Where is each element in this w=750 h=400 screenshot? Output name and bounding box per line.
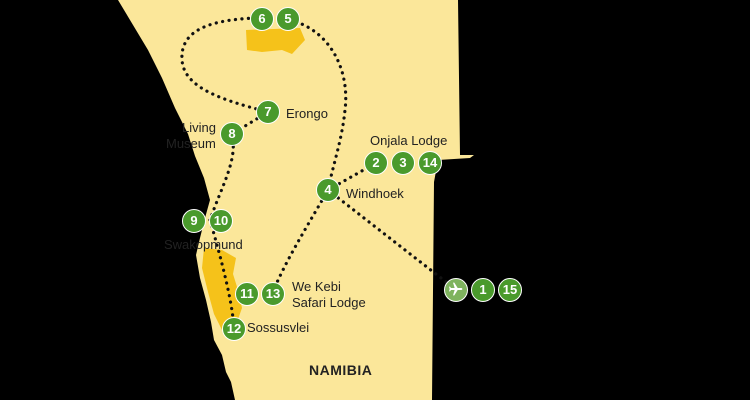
route-segment-windhoek-to-we-kebi <box>270 188 330 296</box>
stop-marker-3[interactable]: 3 <box>391 151 415 175</box>
stop-marker-8[interactable]: 8 <box>220 122 244 146</box>
airplane-icon[interactable] <box>444 278 468 302</box>
stop-marker-11[interactable]: 11 <box>235 282 259 306</box>
stop-marker-14[interactable]: 14 <box>418 151 442 175</box>
stop-marker-9[interactable]: 9 <box>182 209 206 233</box>
label-we-kebi-line2: Safari Lodge <box>292 295 366 310</box>
stop-marker-5[interactable]: 5 <box>276 7 300 31</box>
namibia-land <box>118 0 474 400</box>
stop-marker-10[interactable]: 10 <box>209 209 233 233</box>
airplane-glyph <box>449 282 463 296</box>
stop-marker-7[interactable]: 7 <box>256 100 280 124</box>
label-swakopmund: Swakopmund <box>164 237 243 252</box>
country-label: NAMIBIA <box>309 362 373 378</box>
label-windhoek: Windhoek <box>346 186 404 201</box>
label-we-kebi-line1: We Kebi <box>292 279 341 294</box>
stop-marker-6[interactable]: 6 <box>250 7 274 31</box>
stop-marker-4[interactable]: 4 <box>316 178 340 202</box>
stop-marker-2[interactable]: 2 <box>364 151 388 175</box>
etosha-park <box>246 28 305 54</box>
stop-marker-13[interactable]: 13 <box>261 282 285 306</box>
route-segment-swakopmund-to-sossusvlei <box>208 218 236 330</box>
stop-marker-1[interactable]: 1 <box>471 278 495 302</box>
stop-marker-15[interactable]: 15 <box>498 278 522 302</box>
label-onjala-lodge: Onjala Lodge <box>370 133 448 148</box>
route-segment-windhoek-to-airport <box>326 188 452 287</box>
label-living-museum-line1: Living <box>182 120 216 135</box>
label-living-museum-line2: Museum <box>166 136 216 151</box>
label-erongo: Erongo <box>286 106 328 121</box>
route-segment-etosha-to-windhoek <box>288 18 348 192</box>
label-sossusvlei: Sossusvlei <box>247 320 310 335</box>
stop-marker-12[interactable]: 12 <box>222 317 246 341</box>
